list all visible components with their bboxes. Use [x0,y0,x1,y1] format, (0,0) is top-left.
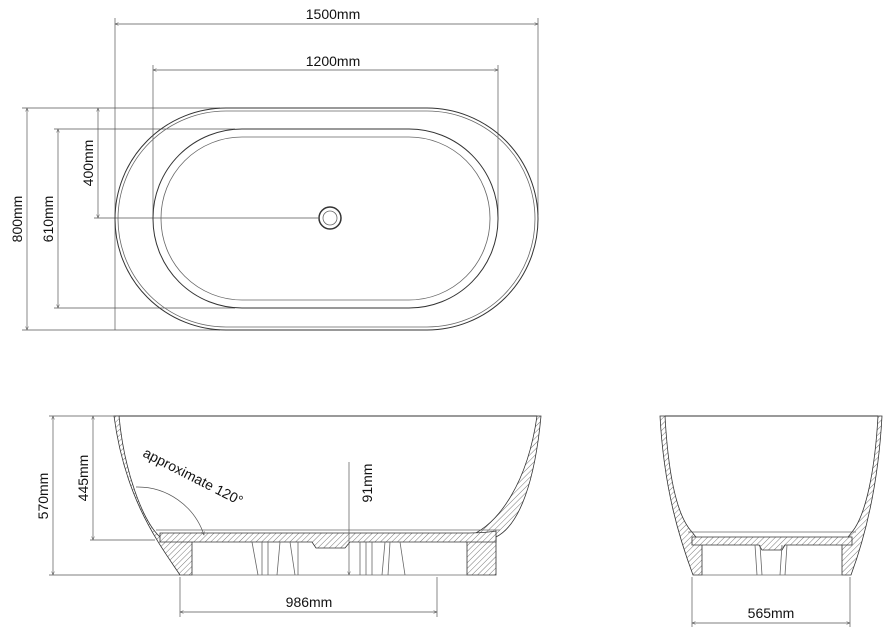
dimension-label-1200: 1200mm [306,53,360,69]
top-view: 1500mm 1200mm 800mm 610mm 400mm [9,6,538,330]
dimension-label-445: 445mm [75,455,91,502]
right-wall-section [841,415,883,576]
tub-outer-rim [114,107,539,331]
basin-outline [152,128,499,309]
angle-note: approximate 120° [141,444,246,508]
floor-section [691,536,853,551]
basin-floor-outline [160,136,491,301]
right-wall-section [466,415,542,576]
left-wall-section [659,415,703,576]
dimension-label-400: 400mm [80,140,96,187]
drain-icon [318,206,342,230]
floor-section [159,530,497,549]
base-supports [192,541,467,576]
tub-rim-edge [117,110,536,328]
dimension-label-565: 565mm [748,605,795,621]
dimension-label-91: 91mm [359,464,375,503]
dimension-label-570: 570mm [35,473,51,520]
dimension-label-800: 800mm [9,196,25,243]
dimension-label-986: 986mm [286,594,333,610]
side-view: 565mm [659,415,883,627]
front-view: 570mm 445mm 91mm approximate 120° 986mm [35,415,542,617]
base-supports [702,544,842,576]
angle-arc [135,486,204,535]
left-wall-section [113,415,193,576]
dimension-label-1500: 1500mm [306,6,360,22]
dimension-label-610: 610mm [40,196,56,243]
